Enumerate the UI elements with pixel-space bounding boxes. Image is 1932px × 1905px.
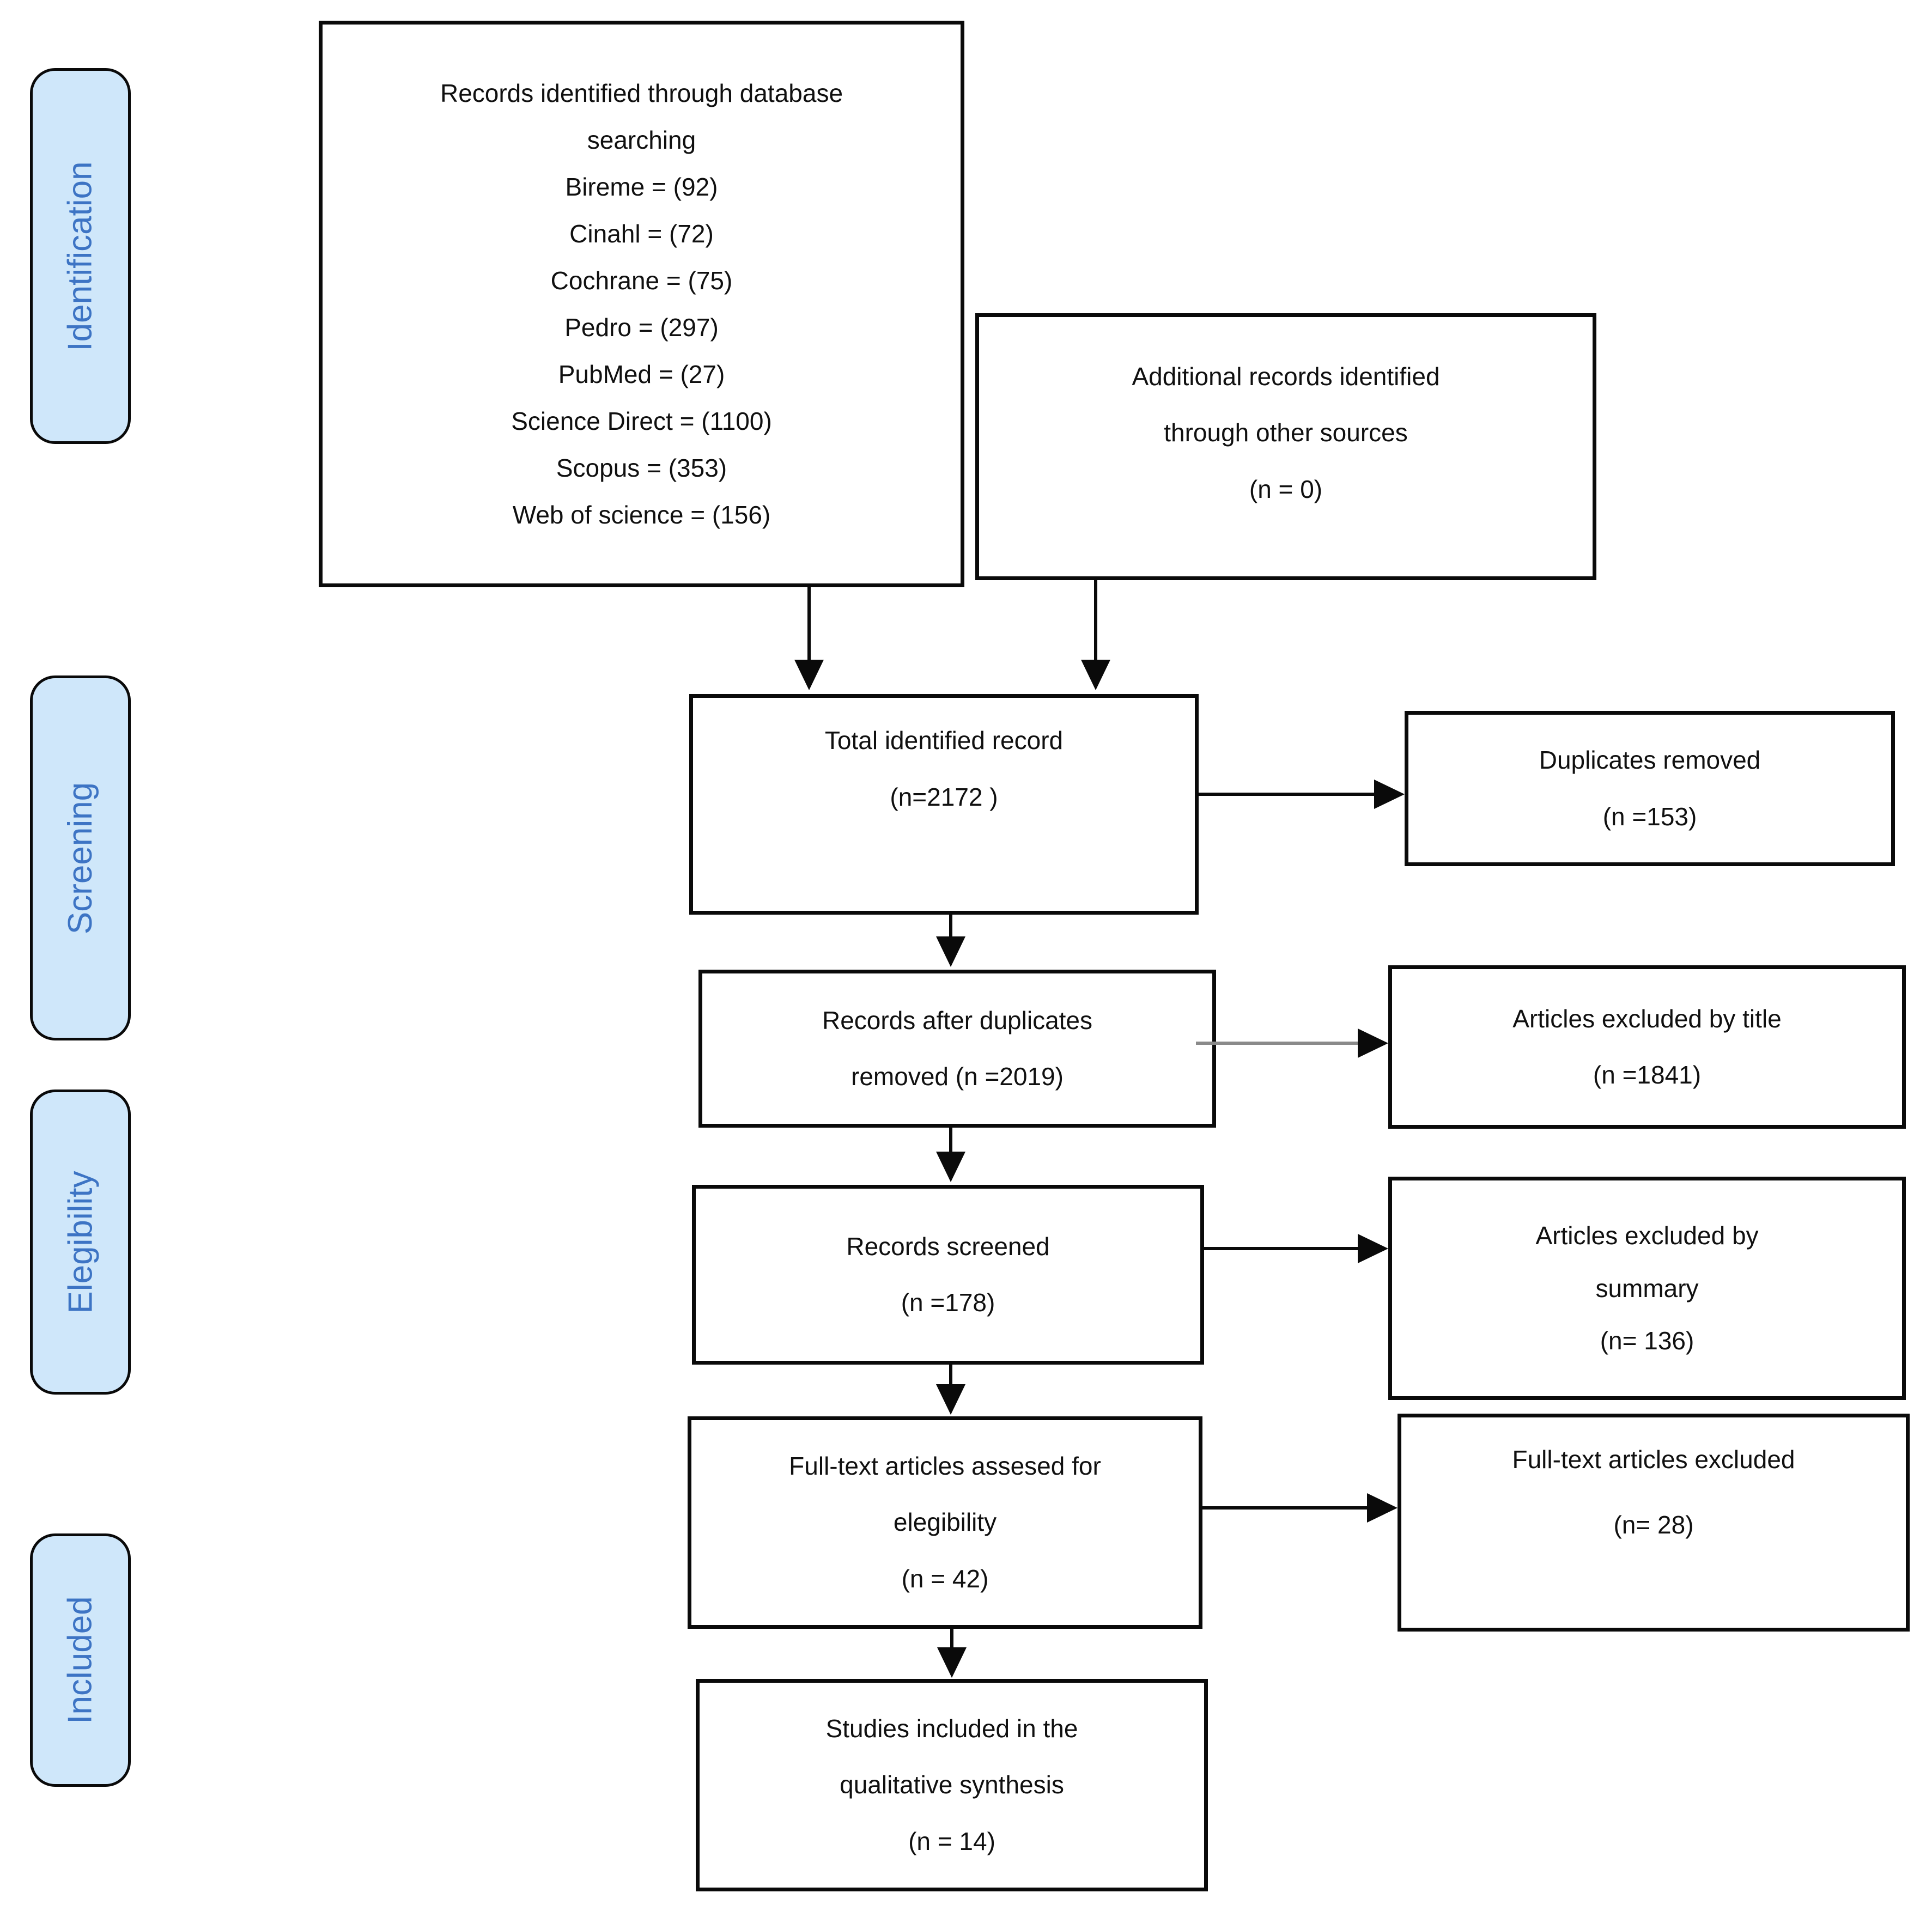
arrow-total-to-duplicates (1199, 793, 1374, 796)
box-line: qualitative synthesis (840, 1770, 1064, 1799)
box-records-after-duplicates: Records after duplicates removed (n =201… (698, 970, 1216, 1128)
arrow-fulltext-to-studies (950, 1629, 953, 1648)
box-line: (n = 0) (1249, 474, 1323, 503)
stage-screening-label: Screening (62, 782, 99, 934)
box-line: (n=2172 ) (890, 782, 998, 811)
box-line: Full-text articles assesed for (789, 1451, 1101, 1480)
box-line: Articles excluded by (1535, 1221, 1759, 1250)
box-excluded-by-title: Articles excluded by title (n =1841) (1388, 965, 1906, 1129)
box-line: PubMed = (27) (558, 360, 725, 389)
box-line: summary (1595, 1274, 1699, 1303)
box-line: (n =178) (901, 1288, 995, 1317)
stage-identification-label: Identification (62, 161, 99, 351)
arrow-screened-to-excluded-summary (1204, 1247, 1358, 1250)
box-line: Science Direct = (1100) (511, 407, 772, 436)
box-duplicates-removed: Duplicates removed (n =153) (1405, 711, 1895, 866)
box-total-identified: Total identified record (n=2172 ) (689, 694, 1199, 915)
arrow-after-duplicates-to-excluded-title (1196, 1042, 1358, 1045)
box-line: (n = 14) (908, 1827, 995, 1855)
box-additional-records: Additional records identified through ot… (975, 313, 1596, 580)
arrow-fulltext-to-fulltext-excluded (1202, 1506, 1367, 1510)
box-line: (n = 42) (901, 1564, 989, 1593)
box-line: Records identified through database (440, 78, 843, 107)
box-line: through other sources (1164, 418, 1408, 447)
box-line: Cinahl = (72) (569, 219, 714, 248)
box-line: (n =1841) (1593, 1061, 1702, 1089)
box-excluded-by-summary: Articles excluded by summary (n= 136) (1388, 1177, 1906, 1400)
box-line: removed (n =2019) (851, 1062, 1064, 1091)
box-line: Pedro = (297) (564, 313, 719, 342)
box-line: Studies included in the (825, 1714, 1078, 1743)
box-line: Web of science = (156) (512, 501, 771, 529)
box-line: Scopus = (353) (556, 454, 727, 483)
box-line: searching (587, 125, 696, 154)
arrow-additional-to-total (1094, 580, 1097, 661)
box-line: Records screened (846, 1232, 1050, 1261)
stage-elegibility: Elegibility (30, 1090, 131, 1395)
box-line: (n= 28) (1613, 1511, 1694, 1539)
box-records-screened: Records screened (n =178) (692, 1185, 1204, 1365)
box-studies-included: Studies included in the qualitative synt… (696, 1679, 1208, 1891)
arrow-after-duplicates-to-screened (949, 1128, 952, 1153)
box-fulltext-excluded: Full-text articles excluded (n= 28) (1398, 1414, 1910, 1632)
box-line: Bireme = (92) (565, 172, 718, 201)
box-line: (n= 136) (1600, 1326, 1694, 1355)
box-records-identified: Records identified through database sear… (319, 21, 964, 587)
arrow-total-to-after-duplicates (949, 915, 952, 938)
arrow-records-identified-to-total (807, 587, 811, 661)
stage-included: Included (30, 1533, 131, 1787)
box-line: Records after duplicates (822, 1006, 1093, 1034)
box-line: Full-text articles excluded (1512, 1445, 1795, 1474)
arrow-screened-to-fulltext (949, 1365, 952, 1385)
box-line: elegibility (893, 1508, 997, 1537)
box-fulltext-assessed: Full-text articles assesed for elegibili… (688, 1416, 1202, 1629)
stage-identification: Identification (30, 68, 131, 444)
box-line: Additional records identified (1132, 362, 1440, 391)
box-line: Duplicates removed (1539, 746, 1761, 774)
box-line: Cochrane = (75) (550, 266, 733, 295)
box-line: Total identified record (824, 726, 1064, 754)
stage-elegibility-label: Elegibility (62, 1171, 99, 1313)
stage-included-label: Included (62, 1596, 100, 1724)
box-line: Articles excluded by title (1512, 1004, 1782, 1033)
box-line: (n =153) (1602, 802, 1697, 831)
stage-screening: Screening (30, 675, 131, 1040)
